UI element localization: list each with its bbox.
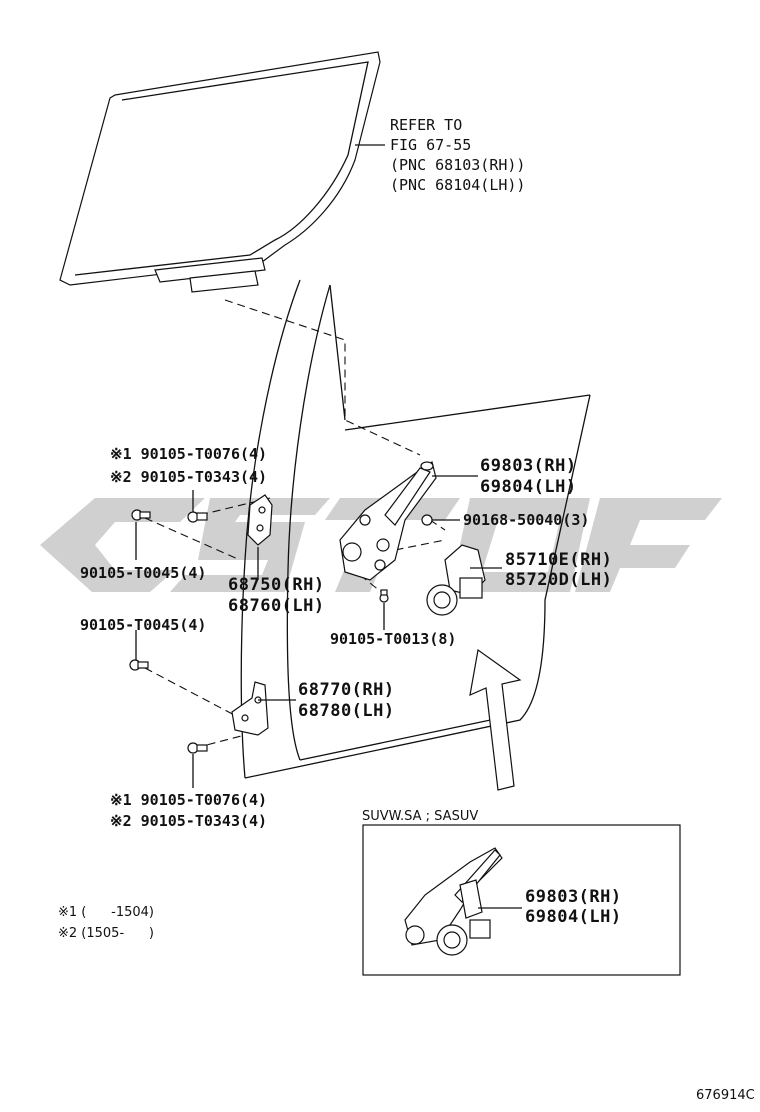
- bolt-icon: [421, 514, 433, 526]
- label-hinge-lower-rh: 68770(RH): [298, 680, 395, 700]
- refer-line-1: REFER TO: [390, 116, 462, 134]
- label-bolt-top-2: ※2 90105-T0343(4): [110, 468, 267, 486]
- bolt-icon: [187, 742, 208, 754]
- arrow-icon: [469, 648, 522, 791]
- window-glass: [59, 51, 381, 293]
- door-outline: [240, 279, 591, 779]
- bolt-icon: [129, 659, 149, 671]
- label-screw-90168: 90168-50040(3): [463, 511, 589, 529]
- upper-bracket: [247, 494, 273, 546]
- label-hinge-upper-lh: 68760(LH): [228, 596, 325, 616]
- lower-bracket: [231, 681, 269, 736]
- refer-line-4: (PNC 68104(LH)): [390, 176, 525, 194]
- leader-lines: [135, 475, 502, 788]
- label-regulator-rh: 69803(RH): [480, 456, 577, 476]
- label-bolt-left-lower: 90105-T0045(4): [80, 616, 206, 634]
- bolt-icon: [379, 589, 389, 603]
- note-2: ※2 (1505- ): [58, 926, 154, 941]
- label-regulator-lh: 69804(LH): [480, 477, 577, 497]
- note-1: ※1 ( -1504): [58, 905, 154, 920]
- refer-line-3: (PNC 68103(RH)): [390, 156, 525, 174]
- inset-box: SUVW.SA ; SASUV 69803(RH) 69804(LH): [362, 809, 681, 976]
- inset-regulator-lh: 69804(LH): [525, 907, 622, 927]
- label-hinge-upper-rh: 68750(RH): [228, 575, 325, 595]
- inset-regulator-rh: 69803(RH): [525, 887, 622, 907]
- label-bolt-top-1: ※1 90105-T0076(4): [110, 445, 267, 463]
- refer-line-2: FIG 67-55: [390, 136, 471, 154]
- label-bolt-90105-t0013: 90105-T0013(8): [330, 630, 456, 648]
- figure-code: 676914C: [696, 1088, 755, 1103]
- label-hinge-lower-lh: 68780(LH): [298, 701, 395, 721]
- regulator-motor: [426, 544, 486, 616]
- label-motor-rh: 85710E(RH): [505, 550, 612, 570]
- inset-title: SUVW.SA ; SASUV: [362, 809, 478, 824]
- label-bolt-bottom-2: ※2 90105-T0343(4): [110, 812, 267, 830]
- label-motor-lh: 85720D(LH): [505, 570, 612, 590]
- bolt-icon: [187, 511, 208, 523]
- label-bolt-left-upper: 90105-T0045(4): [80, 564, 206, 582]
- window-regulator: [339, 461, 437, 581]
- label-bolt-bottom-1: ※1 90105-T0076(4): [110, 791, 267, 809]
- bolt-icon: [131, 509, 151, 521]
- inset-regulator: [404, 847, 503, 956]
